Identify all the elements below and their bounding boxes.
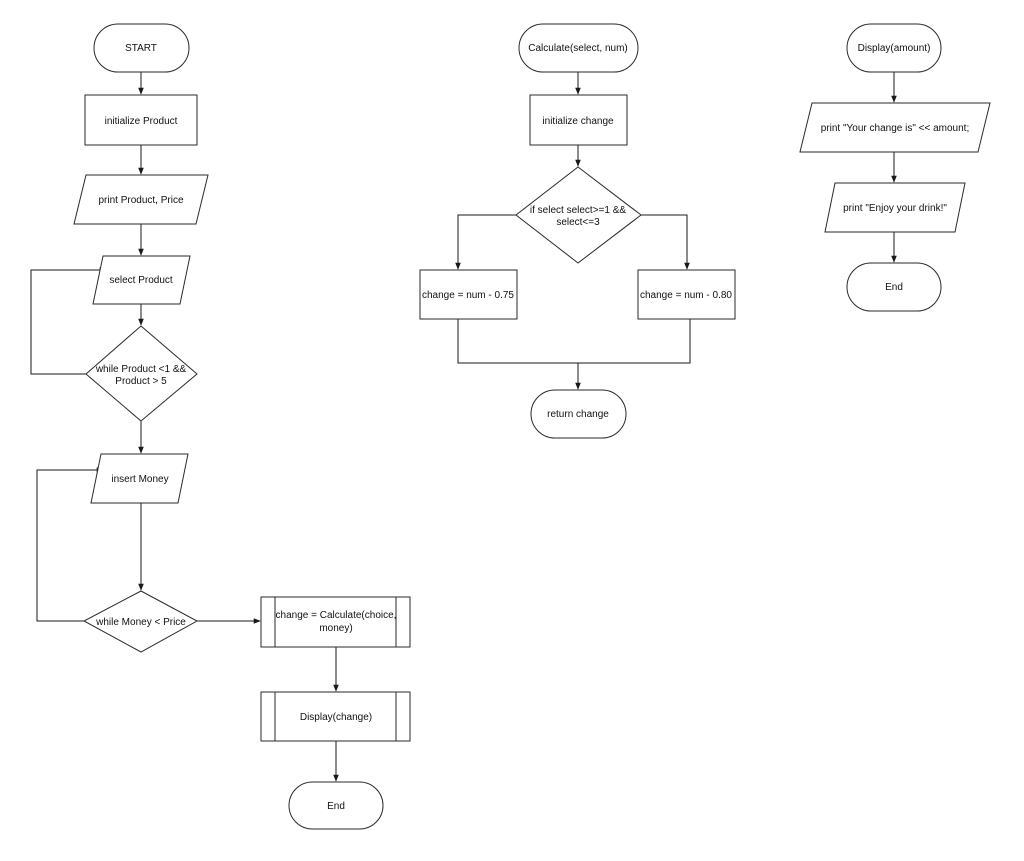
calculate-change-subprocess: change = Calculate(choice, money) (260, 596, 411, 648)
display-start-label: Display(amount) (858, 43, 931, 54)
select-product-io: select Product (92, 255, 191, 305)
while-money-decision: while Money < Price (82, 590, 199, 653)
initialize-product-process: initialize Product (84, 94, 198, 146)
change-right-process: change = num - 0.80 (637, 269, 736, 320)
calculate-start-label: Calculate(select, num) (528, 43, 627, 54)
calculate-start-terminator: Calculate(select, num) (518, 23, 639, 73)
while-product-label-line2: Product > 5 (115, 376, 167, 387)
change-left-process: change = num - 0.75 (419, 269, 518, 320)
initialize-product-label: initialize Product (105, 116, 178, 127)
while-product-decision: while Product <1 && Product > 5 (85, 325, 198, 422)
main-flowchart: START initialize Product print Product, … (30, 23, 411, 830)
while-money-label: while Money < Price (95, 617, 186, 628)
initialize-change-process: initialize change (529, 94, 628, 146)
start-label: START (125, 43, 157, 54)
main-end-terminator: End (288, 781, 384, 830)
print-change-label: print "Your change is" << amount; (821, 123, 970, 134)
insert-money-label: insert Money (111, 474, 168, 485)
if-select-label-line2: select<=3 (556, 217, 600, 228)
edge-if-to-left (455, 214, 516, 270)
display-end-terminator: End (846, 262, 942, 312)
print-product-price-io: print Product, Price (73, 174, 209, 225)
calculate-change-label-line2: money) (319, 623, 352, 634)
if-select-decision: if select select>=1 && select<=3 (515, 166, 642, 264)
return-change-label: return change (547, 409, 609, 420)
while-product-label-line1: while Product <1 && (95, 364, 187, 375)
edge-while-product-loop (30, 267, 107, 375)
edge-left-merge (457, 319, 578, 364)
edge-right-merge (578, 319, 691, 364)
change-right-label: change = num - 0.80 (640, 290, 732, 301)
calculate-change-label-line1: change = Calculate(choice, (276, 610, 397, 621)
display-change-label: Display(change) (300, 712, 372, 723)
if-select-label-line1: if select select>=1 && (530, 205, 626, 216)
select-product-label: select Product (109, 275, 173, 286)
insert-money-io: insert Money (90, 453, 189, 504)
start-terminator: START (93, 23, 190, 73)
display-start-terminator: Display(amount) (846, 23, 942, 73)
print-enjoy-label: print "Enjoy your drink!" (843, 203, 947, 214)
change-left-label: change = num - 0.75 (422, 290, 514, 301)
display-end-label: End (885, 282, 903, 293)
main-end-label: End (327, 801, 345, 812)
edge-while-money-loop (36, 467, 104, 622)
return-change-terminator: return change (530, 389, 627, 439)
print-enjoy-io: print "Enjoy your drink!" (824, 182, 966, 233)
calculate-flowchart: Calculate(select, num) initialize change… (419, 23, 736, 439)
print-change-io: print "Your change is" << amount; (799, 102, 991, 153)
initialize-change-label: initialize change (542, 116, 614, 127)
display-flowchart: Display(amount) print "Your change is" <… (799, 23, 991, 312)
display-change-subprocess: Display(change) (260, 691, 411, 742)
print-product-price-label: print Product, Price (98, 195, 183, 206)
edge-if-to-right (641, 214, 690, 270)
